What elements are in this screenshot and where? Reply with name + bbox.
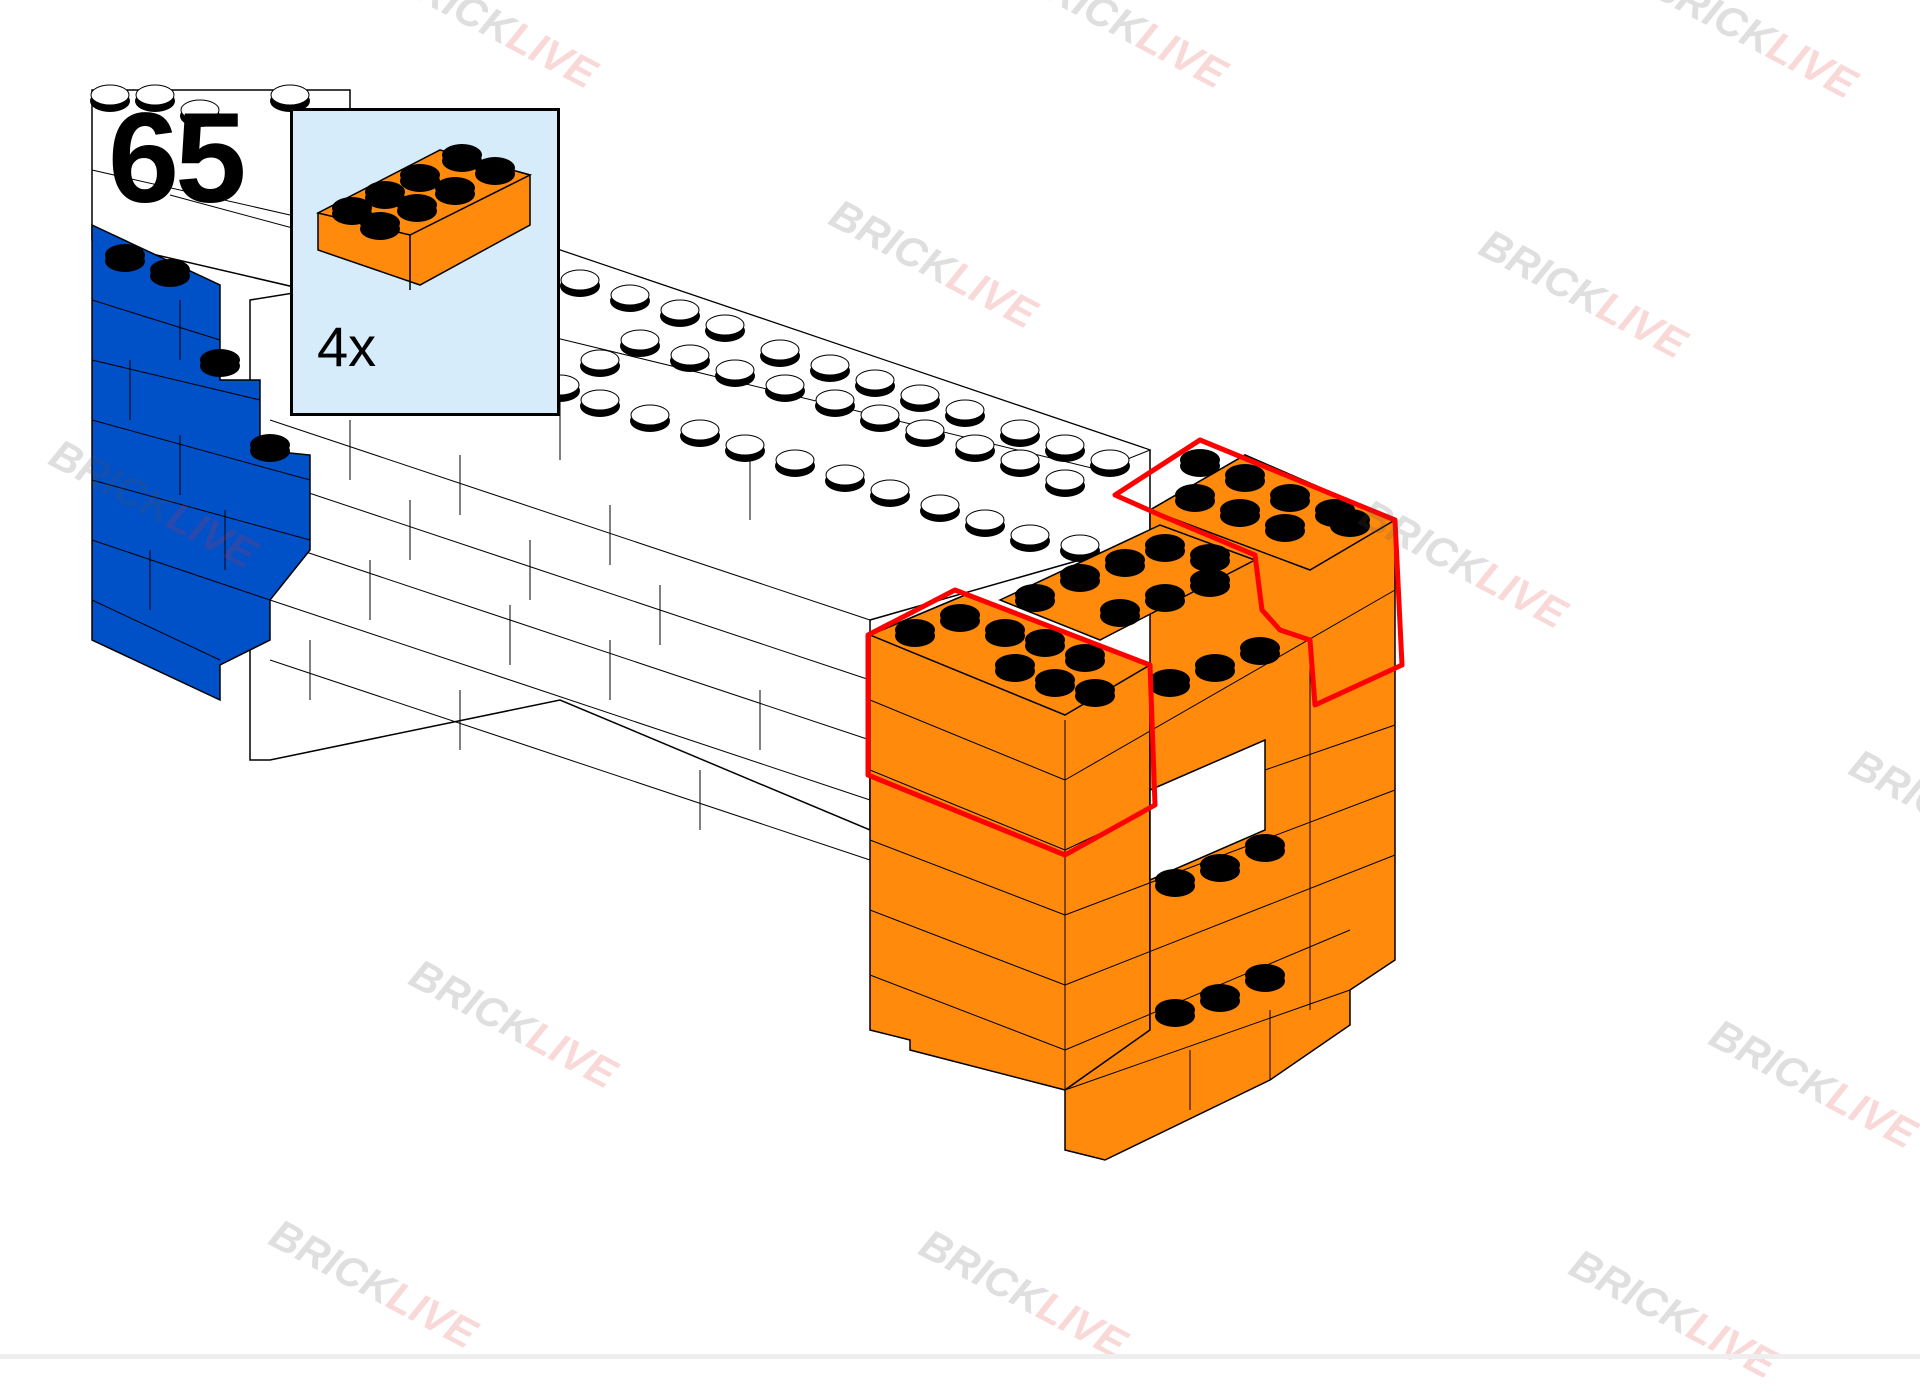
new-brick-highlight xyxy=(865,437,1405,858)
step-number: 65 xyxy=(108,87,246,230)
part-quantity: 4x xyxy=(317,315,377,378)
part-icon-overlay xyxy=(315,144,533,290)
part-brick-icon-top xyxy=(315,144,533,290)
blue-wall xyxy=(91,223,311,702)
orange-tower xyxy=(868,449,1397,1161)
page-bottom-rule xyxy=(0,1354,1920,1359)
